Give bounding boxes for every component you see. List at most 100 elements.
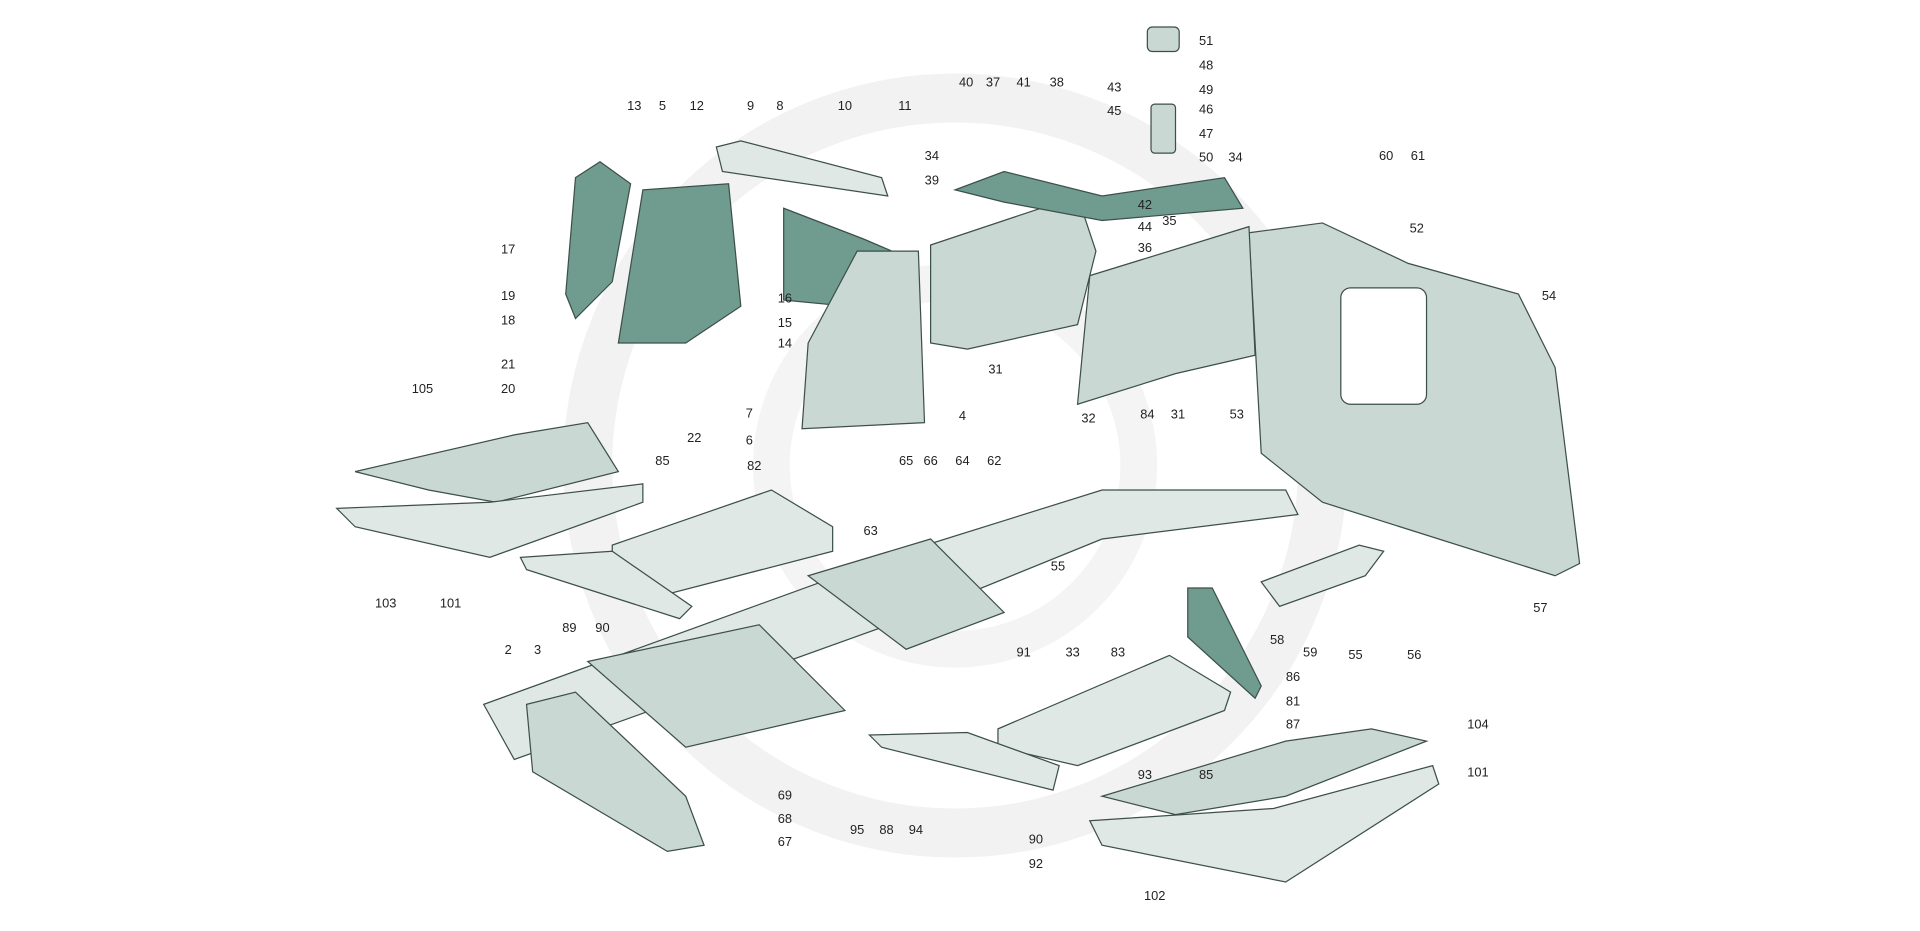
callout-101: 101 [440, 595, 461, 610]
callout-84: 84 [1140, 407, 1154, 422]
callout-48: 48 [1199, 58, 1213, 73]
callout-7: 7 [746, 405, 753, 420]
bracket-55 [1260, 544, 1385, 608]
frame-plate [586, 624, 847, 748]
footrest-support-101 [335, 483, 644, 559]
callout-61: 61 [1411, 148, 1425, 163]
callout-65: 65 [899, 453, 913, 468]
callout-101: 101 [1467, 764, 1488, 779]
panel-17 [565, 160, 632, 320]
callout-49: 49 [1199, 82, 1213, 97]
cap-51 [1146, 26, 1180, 53]
callout-44: 44 [1138, 219, 1152, 234]
callout-50: 50 [1199, 149, 1213, 164]
callout-90: 90 [1029, 832, 1043, 847]
callout-57: 57 [1533, 600, 1547, 615]
callout-21: 21 [501, 356, 515, 371]
callout-5: 5 [659, 98, 666, 113]
callout-17: 17 [501, 241, 515, 256]
callout-86: 86 [1286, 669, 1300, 684]
side-panel-31-right [1076, 225, 1256, 406]
callout-83: 83 [1111, 644, 1125, 659]
callout-33: 33 [1066, 644, 1080, 659]
callout-20: 20 [501, 381, 515, 396]
callout-43: 43 [1107, 80, 1121, 95]
callout-11: 11 [898, 98, 911, 113]
callout-51: 51 [1199, 33, 1213, 48]
callout-64: 64 [955, 453, 969, 468]
callout-62: 62 [987, 453, 1001, 468]
callout-34: 34 [925, 148, 939, 163]
callout-31: 31 [988, 361, 1002, 376]
callout-88: 88 [879, 822, 893, 837]
callout-8: 8 [776, 98, 783, 113]
callout-9: 9 [747, 98, 754, 113]
panel-5 [617, 183, 742, 344]
callout-19: 19 [501, 288, 515, 303]
rear-panel-opening [1340, 287, 1428, 405]
callout-42: 42 [1138, 197, 1152, 212]
callout-34: 34 [1228, 149, 1242, 164]
callout-68: 68 [778, 811, 792, 826]
bracket-86 [1187, 587, 1262, 700]
callout-89: 89 [562, 620, 576, 635]
callout-35: 35 [1162, 213, 1176, 228]
callout-103: 103 [375, 595, 396, 610]
callout-32: 32 [1081, 410, 1095, 425]
callout-3: 3 [534, 642, 541, 657]
bracket-10 [715, 140, 889, 197]
callout-22: 22 [687, 430, 701, 445]
callout-6: 6 [746, 432, 753, 447]
frame-front [525, 691, 705, 853]
callout-82: 82 [747, 458, 761, 473]
callout-16: 16 [778, 290, 792, 305]
callout-60: 60 [1379, 148, 1393, 163]
callout-95: 95 [850, 822, 864, 837]
callout-85: 85 [1199, 767, 1213, 782]
callout-47: 47 [1199, 126, 1213, 141]
callout-13: 13 [627, 98, 641, 113]
bracket-89 [519, 550, 693, 620]
callout-14: 14 [778, 336, 792, 351]
center-plate [806, 538, 1006, 650]
callout-52: 52 [1410, 220, 1424, 235]
callout-2: 2 [505, 642, 512, 657]
callout-55: 55 [1348, 647, 1362, 662]
callout-10: 10 [838, 98, 852, 113]
callout-36: 36 [1138, 240, 1152, 255]
callout-41: 41 [1017, 75, 1031, 90]
callout-91: 91 [1017, 644, 1031, 659]
callout-38: 38 [1050, 75, 1064, 90]
callout-69: 69 [778, 788, 792, 803]
callout-67: 67 [778, 834, 792, 849]
callout-56: 56 [1407, 647, 1421, 662]
callout-94: 94 [909, 822, 923, 837]
footrest-105 [354, 421, 620, 503]
panel-4 [801, 250, 926, 430]
callout-90: 90 [595, 620, 609, 635]
callout-63: 63 [863, 523, 877, 538]
callout-45: 45 [1107, 103, 1121, 118]
callout-59: 59 [1303, 644, 1317, 659]
callout-18: 18 [501, 312, 515, 327]
footrest-support-102 [1088, 764, 1440, 883]
callout-53: 53 [1230, 407, 1244, 422]
callout-46: 46 [1199, 102, 1213, 117]
callout-15: 15 [778, 315, 792, 330]
callout-55: 55 [1051, 559, 1065, 574]
bracket-34 [953, 170, 1244, 222]
callout-85: 85 [655, 453, 669, 468]
callout-66: 66 [923, 453, 937, 468]
callout-31: 31 [1171, 407, 1185, 422]
callout-93: 93 [1138, 767, 1152, 782]
callout-37: 37 [986, 75, 1000, 90]
parts [335, 26, 1581, 883]
callout-87: 87 [1286, 717, 1300, 732]
callout-81: 81 [1286, 693, 1300, 708]
callout-54: 54 [1542, 288, 1556, 303]
spring-46 [1150, 103, 1177, 154]
callout-40: 40 [959, 75, 973, 90]
callout-104: 104 [1467, 717, 1488, 732]
